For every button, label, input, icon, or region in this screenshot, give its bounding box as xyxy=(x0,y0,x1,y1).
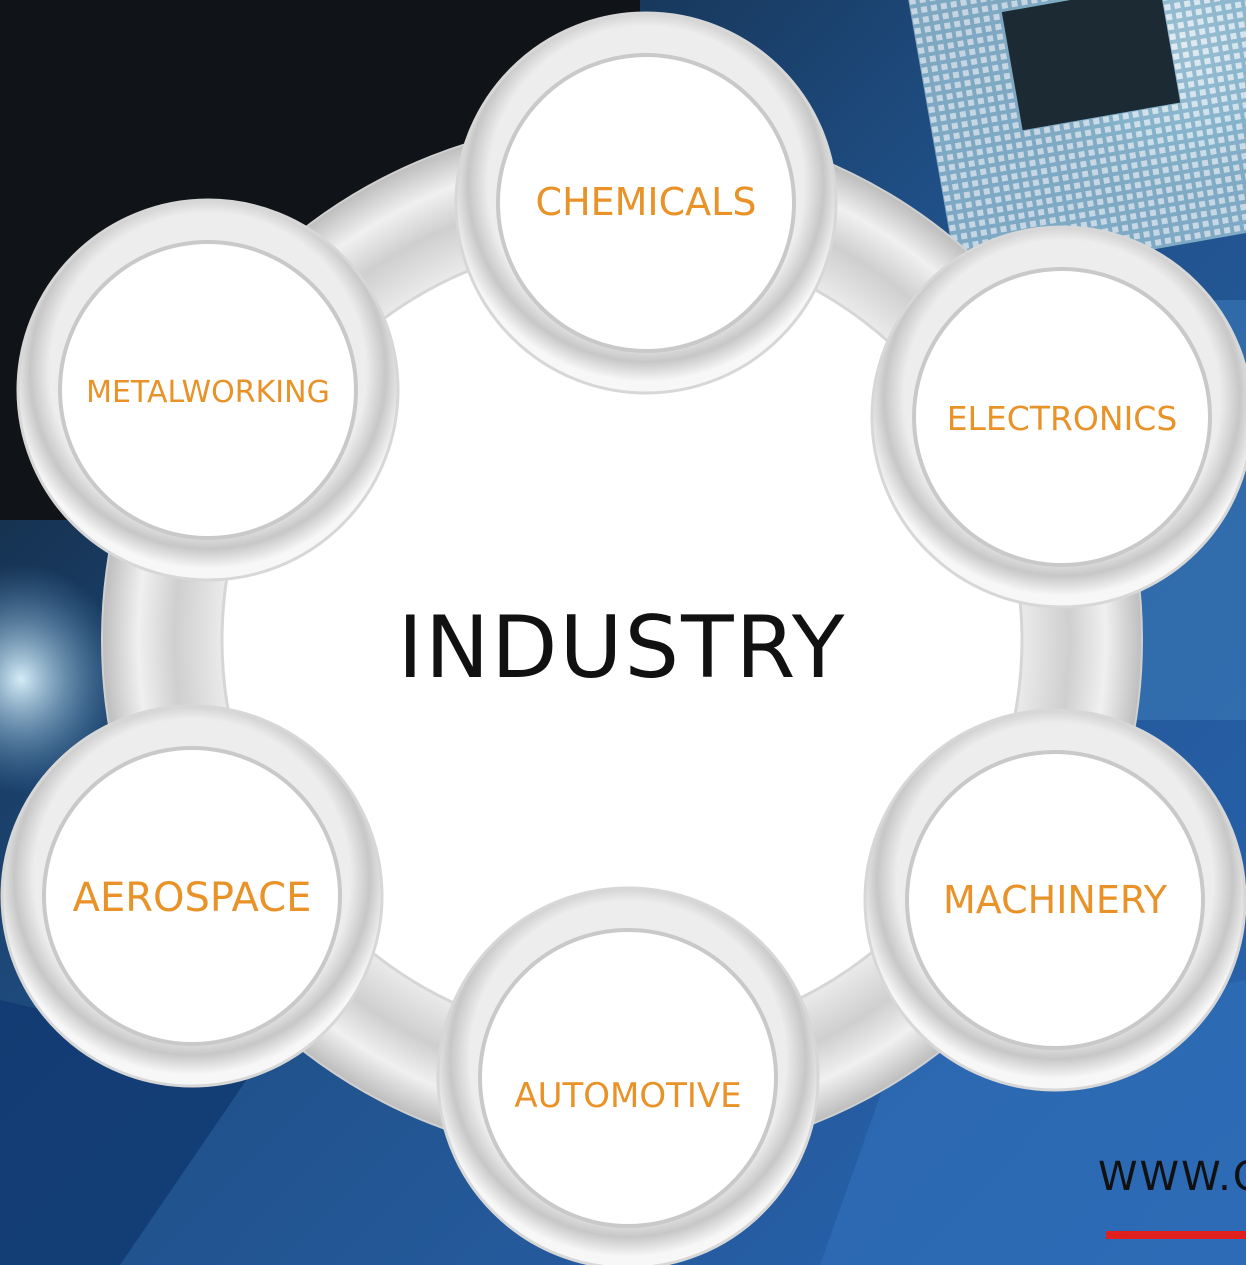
center-label: INDUSTRY xyxy=(397,598,847,698)
node-label-automotive: AUTOMOTIVE xyxy=(514,1076,742,1116)
node-electronics xyxy=(870,225,1246,609)
node-metalworking xyxy=(16,198,400,582)
node-label-chemicals: CHEMICALS xyxy=(535,180,757,224)
node-aerospace xyxy=(0,704,384,1088)
node-label-electronics: ELECTRONICS xyxy=(946,399,1178,438)
website-url[interactable]: WWW.O xyxy=(1098,1154,1246,1200)
node-label-metalworking: METALWORKING xyxy=(86,375,330,410)
url-underline xyxy=(1106,1231,1246,1239)
node-label-aerospace: AEROSPACE xyxy=(72,875,312,921)
node-machinery xyxy=(863,708,1246,1092)
node-chemicals xyxy=(454,11,838,395)
node-automotive xyxy=(436,886,820,1265)
node-label-machinery: MACHINERY xyxy=(942,878,1168,922)
